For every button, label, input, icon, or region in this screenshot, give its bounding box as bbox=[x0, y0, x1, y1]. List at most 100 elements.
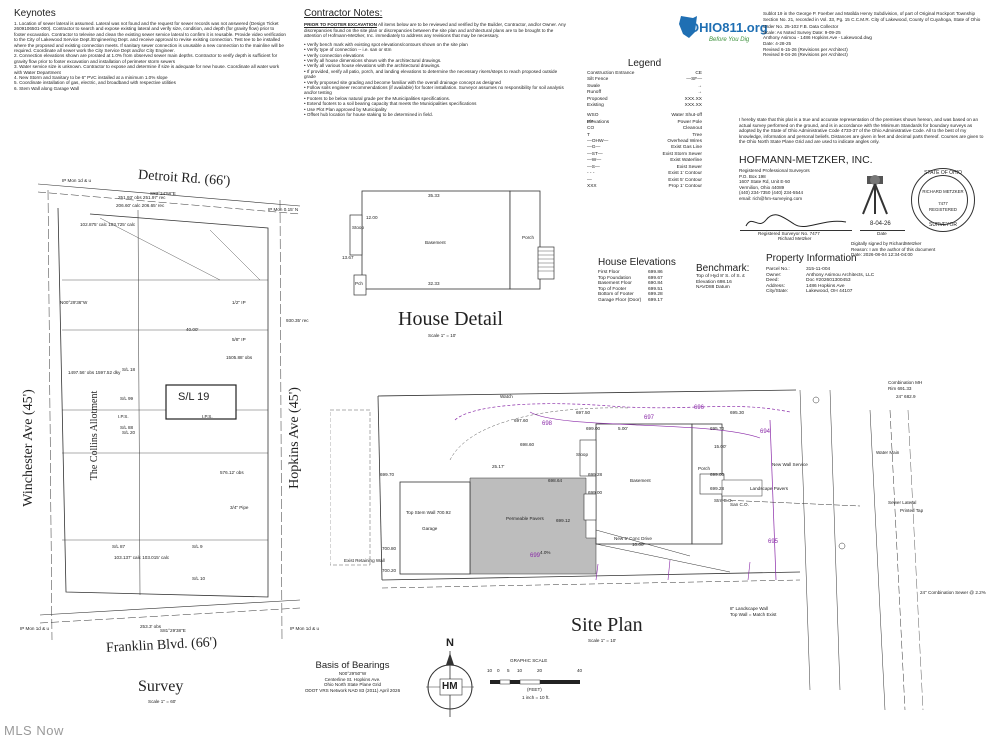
house-detail-label: Stoop bbox=[352, 225, 365, 230]
site-plan-elevation: 699.28 bbox=[588, 472, 603, 477]
survey-annotation: 1/2" IP bbox=[232, 300, 246, 305]
legend-symbol: WSO bbox=[587, 113, 599, 119]
site-plan-label: Top Stem Wall 700.92 bbox=[406, 510, 451, 515]
contractor-note-item: • Verify proposed site grading and becom… bbox=[304, 79, 501, 85]
legend-label: Prop 1' Contour bbox=[668, 183, 702, 189]
legend-label: Exist Gas Line bbox=[671, 145, 702, 151]
legend-symbol: —ST— bbox=[587, 151, 603, 157]
legend-symbol: → bbox=[697, 83, 702, 89]
surveyor-seal: STATE OF OHIO RICHARD METZKER 7477 REGIS… bbox=[911, 168, 975, 232]
property-row: City/State:Lakewood, OH 44107 bbox=[766, 289, 896, 295]
site-plan-label: Basement bbox=[630, 478, 651, 483]
property-value: Doc #202601300453 bbox=[806, 278, 851, 284]
survey-annotation: 102.875' calc 103.725' calc bbox=[80, 222, 136, 227]
elevation-label: Top Foundation bbox=[598, 275, 632, 281]
elevation-label: Basement Floor bbox=[598, 281, 632, 287]
survey-annotation: 253.3' obs bbox=[140, 624, 162, 629]
contractor-notes-panel: Contractor Notes: PRIOR TO FOOTER EXCAVA… bbox=[304, 8, 569, 117]
site-plan-elevation: 700.20 bbox=[382, 568, 397, 573]
site-plan-elevation: 695.30 bbox=[730, 410, 745, 415]
elevation-label: Garage Floor (Door) bbox=[598, 297, 642, 303]
contractor-note-item: • Extend footers to a soil bearing capac… bbox=[304, 101, 477, 107]
graphic-scale-bar bbox=[490, 679, 580, 685]
legend-symbol: — bbox=[587, 177, 592, 183]
site-plan-elevation: 699.00 bbox=[588, 490, 603, 495]
legend-label: Swale bbox=[587, 83, 601, 89]
property-label: Address: bbox=[766, 283, 785, 289]
survey-annotation: 103.137' calc 103.015' calc bbox=[114, 555, 170, 560]
legend-symbol: PP bbox=[587, 119, 594, 125]
bearing-bottom: S81°29'38"E bbox=[160, 628, 186, 633]
house-detail-label: 35.33 bbox=[428, 193, 440, 198]
legend-label: Power Pole bbox=[677, 119, 702, 125]
keynotes-list: 1. Location of sewer lateral is assumed.… bbox=[14, 21, 286, 91]
site-plan-label: New 5' Conc Drive bbox=[614, 536, 652, 541]
legend-label: Exist Waterline bbox=[670, 158, 702, 164]
basis-line: Centerline St. Hopkins Ave. bbox=[324, 676, 381, 682]
site-plan-elevation: 699.00 bbox=[586, 426, 601, 431]
house-detail-label: Basement bbox=[425, 240, 446, 245]
survey-annotation: N00°29'36"W bbox=[60, 300, 88, 305]
legend-row: Runoff→ bbox=[587, 90, 702, 96]
property-row: Owner:Anthony Asimou Architects, LLC bbox=[766, 273, 896, 279]
address-line: Registered Professional Surveyors bbox=[739, 168, 810, 173]
property-label: Owner: bbox=[766, 272, 782, 278]
survey-title: Survey bbox=[138, 678, 184, 695]
legend-symbol: CE bbox=[695, 71, 702, 76]
elevation-value: 699.86 bbox=[648, 270, 663, 275]
address-line: email: rich@hm-surveying.com bbox=[739, 195, 803, 201]
site-plan-elevation: 698.64 bbox=[548, 478, 563, 483]
contractor-notes-title: Contractor Notes: bbox=[304, 8, 383, 19]
address-line: (440) 234-7350 (440) 234-5544 bbox=[739, 190, 804, 196]
keynote-item: 5. Coordinate installation of gas, elect… bbox=[14, 80, 176, 86]
watermark: MLS Now bbox=[4, 723, 64, 738]
site-plan-label: Garage bbox=[422, 526, 438, 531]
contractor-notes-intro: PRIOR TO FOOTER EXCAVATION All items bel… bbox=[304, 22, 566, 39]
contractor-note-item: • Offset hub location for house staking … bbox=[304, 112, 433, 118]
elevation-row: Top Foundation 699.67 bbox=[598, 276, 693, 282]
elevation-value: 699.17 bbox=[648, 297, 663, 303]
legend-label: Exist Storm Sewer bbox=[662, 151, 702, 157]
benchmark-line: Top of Hyd 8' S. of S. £ bbox=[696, 274, 745, 279]
ohio-state-icon bbox=[679, 16, 697, 38]
house-detail-label: 32.33 bbox=[428, 281, 440, 286]
elevation-label: First Floor bbox=[598, 270, 620, 275]
ohio811-name: OHIO811.org bbox=[689, 20, 768, 35]
elevation-value: 699.67 bbox=[648, 275, 663, 281]
site-plan-label: Stoop bbox=[576, 452, 589, 457]
north-letter: N bbox=[446, 637, 454, 649]
property-label: Deed: bbox=[766, 278, 779, 284]
property-label: Parcel No.: bbox=[766, 267, 790, 272]
north-arrow-icon bbox=[426, 651, 474, 717]
keynotes-panel: Keynotes 1. Location of sewer lateral is… bbox=[14, 8, 286, 91]
site-plan-elevation: 25.17' bbox=[492, 464, 505, 469]
site-plan-label: Landscape Pavers bbox=[750, 486, 789, 491]
survey-annotation: IP Mon 1d & u bbox=[62, 178, 92, 183]
survey-annotation: 930.35' rec bbox=[286, 318, 309, 323]
site-plan-elevation: 695 bbox=[768, 539, 779, 545]
subdivision-line: Revised 6-15-26 (Revisions per Architect… bbox=[763, 46, 848, 52]
address-line: Vermilion, Ohio 44089 bbox=[739, 184, 785, 190]
garage-footprint bbox=[399, 481, 471, 575]
house-detail-label: Pch bbox=[355, 281, 363, 286]
digital-sig-line: Date: 2026-08-04 12:34-04:00 bbox=[851, 252, 913, 258]
reg-surveyor-name: Richard Metzker bbox=[778, 236, 812, 241]
legend-symbol: XXX.XX bbox=[684, 103, 702, 109]
house-detail-label: 13.67 bbox=[342, 255, 354, 260]
site-plan-label: Porch bbox=[698, 466, 711, 471]
scale-tick-label: 5 bbox=[507, 668, 510, 673]
house-detail-title: House Detail bbox=[398, 308, 503, 330]
subdivision-line: Anthony Asimou - 1486 Hopkins Ave - Lake… bbox=[763, 35, 872, 41]
site-plan-label: 24" Combination Sewer @ 2.2% bbox=[920, 590, 986, 595]
survey-annotation: S/L 88 bbox=[120, 425, 134, 430]
survey-annotation: IP Mon 1d & u bbox=[20, 626, 50, 631]
benchmark-line: NAVD88 Datum bbox=[696, 285, 730, 291]
property-value: 315-11-004 bbox=[806, 267, 831, 272]
site-plan-elevation: 698 bbox=[542, 421, 553, 427]
legend-label: Exist 5' Contour bbox=[668, 177, 702, 183]
legend-symbol: —W— bbox=[587, 158, 602, 164]
